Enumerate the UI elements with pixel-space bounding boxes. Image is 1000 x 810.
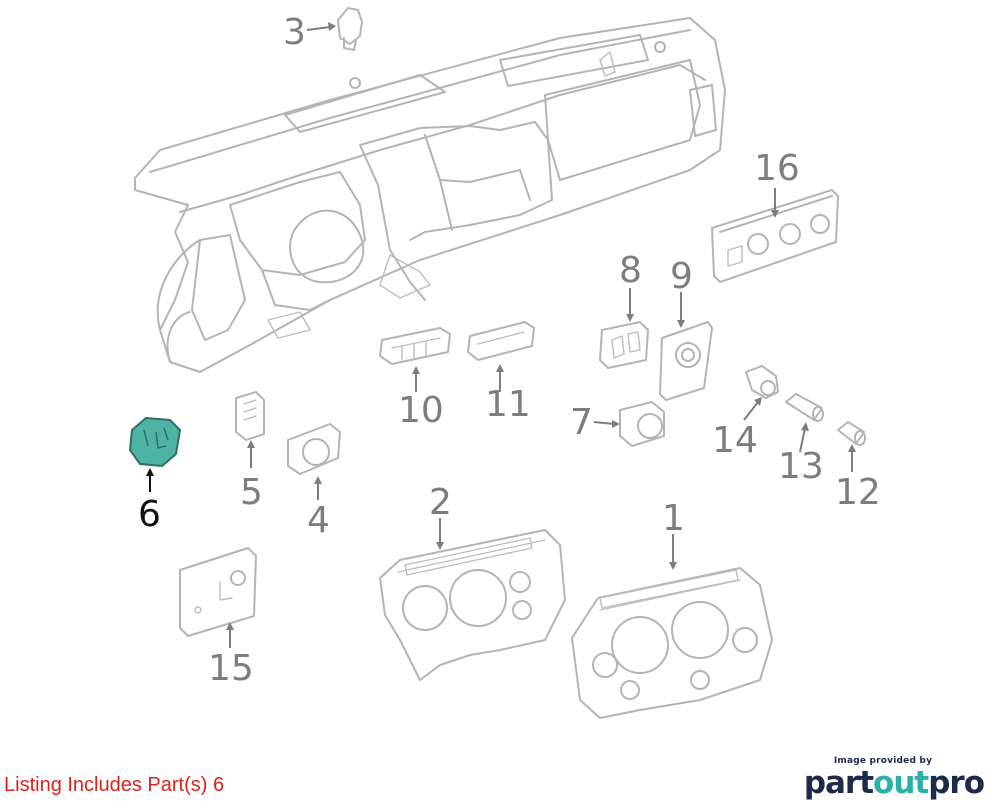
image-credit: Image provided by partoutpro bbox=[803, 756, 985, 801]
partoutpro-logo: partoutpro bbox=[803, 765, 985, 801]
part-7-drawing bbox=[619, 401, 665, 447]
credit-caption: Image provided by bbox=[833, 756, 933, 766]
part-12-drawing bbox=[837, 421, 866, 446]
logo-part: part bbox=[803, 765, 874, 801]
part-8-drawing bbox=[599, 321, 649, 369]
callout-11: 11 bbox=[485, 384, 531, 425]
part-9-drawing bbox=[659, 321, 713, 401]
part-10-drawing bbox=[379, 327, 451, 365]
callout-2: 2 bbox=[429, 482, 452, 523]
part-13-drawing bbox=[785, 393, 824, 422]
callout-14: 14 bbox=[712, 420, 758, 461]
callout-1: 1 bbox=[662, 498, 685, 539]
callout-6: 6 bbox=[138, 494, 161, 535]
part-11-drawing bbox=[467, 321, 535, 361]
instrument-panel-drawing bbox=[134, 17, 726, 373]
part-15-drawing bbox=[179, 547, 257, 637]
part-5-drawing bbox=[235, 391, 265, 441]
part-3-drawing bbox=[337, 7, 363, 51]
callout-16: 16 bbox=[754, 148, 800, 189]
callout-4: 4 bbox=[307, 500, 330, 541]
callout-arrows bbox=[146, 22, 856, 648]
callout-12: 12 bbox=[835, 472, 881, 513]
callout-10: 10 bbox=[398, 390, 444, 431]
callout-8: 8 bbox=[619, 250, 642, 291]
logo-pro: pro bbox=[928, 765, 985, 801]
logo-out: out bbox=[873, 765, 929, 801]
listing-includes-note: Listing Includes Part(s) 6 bbox=[4, 774, 225, 796]
part-6-drawing bbox=[129, 417, 181, 467]
callout-3: 3 bbox=[283, 12, 306, 53]
callout-5: 5 bbox=[240, 472, 263, 513]
callout-13: 13 bbox=[778, 446, 824, 487]
callout-labels: 3 16 8 9 10 11 7 14 13 12 5 4 6 15 2 1 bbox=[138, 12, 881, 689]
part-2-drawing bbox=[379, 529, 566, 681]
part-14-drawing bbox=[745, 365, 779, 399]
part-1-drawing bbox=[571, 567, 773, 719]
callout-9: 9 bbox=[670, 256, 693, 297]
callout-15: 15 bbox=[208, 648, 254, 689]
part-4-drawing bbox=[287, 423, 341, 475]
callout-7: 7 bbox=[570, 402, 593, 443]
